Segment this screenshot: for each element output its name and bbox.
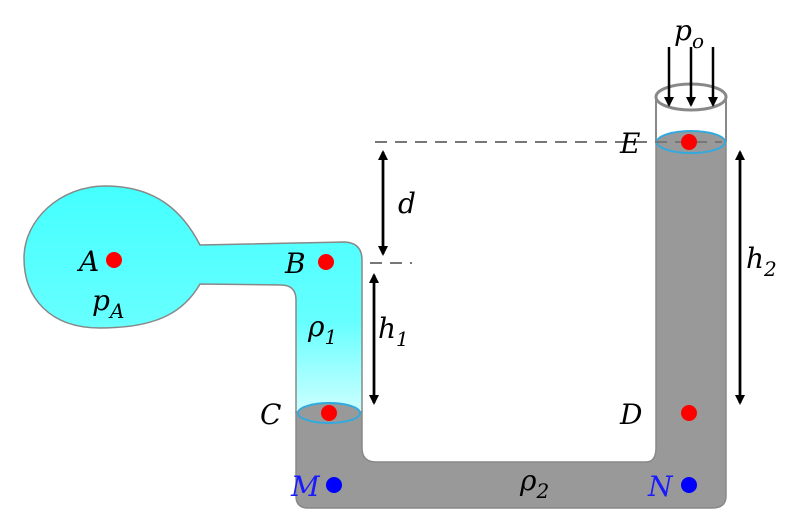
point-e-label: E xyxy=(619,127,640,160)
pressure-o-label: po xyxy=(674,14,704,53)
fluid1-region xyxy=(23,185,363,413)
point-a-dot xyxy=(106,252,122,268)
point-n-label: N xyxy=(647,470,674,503)
height-h1-label: h1 xyxy=(378,312,409,351)
density-1-label: ρ1 xyxy=(307,310,337,349)
distance-d-label: d xyxy=(398,187,416,220)
point-d-label: D xyxy=(619,398,642,431)
density-2-label: ρ2 xyxy=(519,464,549,503)
pressure-a-label: pA xyxy=(92,284,124,323)
point-m-label: M xyxy=(290,470,321,503)
open-tube-wall xyxy=(655,97,727,142)
point-c-label: C xyxy=(260,398,281,431)
point-c-dot xyxy=(321,405,337,421)
pressure-arrows xyxy=(664,47,718,107)
point-m-dot xyxy=(326,477,342,493)
height-h2-label: h2 xyxy=(746,242,777,281)
point-d-dot xyxy=(681,405,697,421)
point-b-dot xyxy=(318,254,334,270)
point-b-label: B xyxy=(284,247,306,280)
point-a-label: A xyxy=(76,245,99,278)
point-n-dot xyxy=(681,477,697,493)
point-e-dot xyxy=(681,134,697,150)
